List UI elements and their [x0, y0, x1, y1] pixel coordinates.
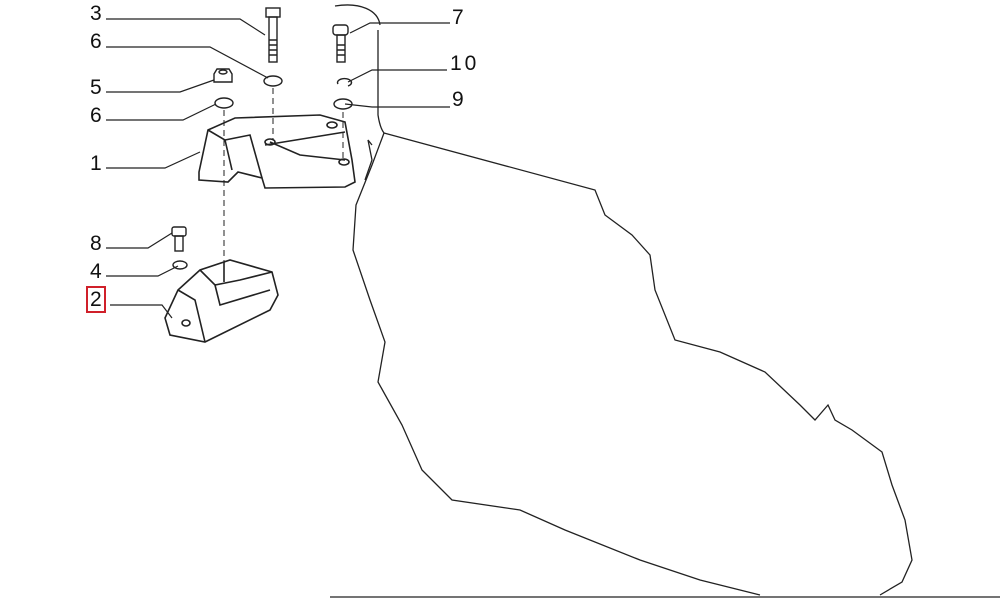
bracket-1-icon [198, 114, 356, 189]
callout-2-highlighted[interactable]: 2 [86, 286, 106, 313]
callout-1[interactable]: 1 [90, 152, 102, 175]
callout-6-upper[interactable]: 6 [90, 30, 102, 53]
callout-3[interactable]: 3 [90, 2, 102, 25]
bolt-7-icon [332, 24, 349, 63]
washer-4-icon [172, 260, 188, 270]
callout-6-lower[interactable]: 6 [90, 104, 102, 127]
callout-9[interactable]: 9 [452, 88, 464, 111]
nut-5-icon [213, 68, 233, 83]
assembly-axis-lines [223, 88, 344, 275]
callout-5[interactable]: 5 [90, 76, 102, 99]
callout-10[interactable]: 10 [450, 52, 480, 75]
callout-7[interactable]: 7 [452, 6, 464, 29]
bolt-3-icon [265, 7, 281, 63]
bolt-8-icon [171, 226, 187, 252]
callout-4[interactable]: 4 [90, 260, 102, 283]
lock-washer-10-icon [336, 77, 353, 87]
washer-9-icon [333, 98, 353, 110]
washer-6-lower-icon [214, 97, 234, 109]
leader-lines [106, 18, 450, 319]
callout-8[interactable]: 8 [90, 232, 102, 255]
engine-mount-2-icon [164, 259, 279, 343]
gearbox-housing-outline [330, 4, 1000, 598]
washer-6-upper-icon [263, 75, 283, 87]
